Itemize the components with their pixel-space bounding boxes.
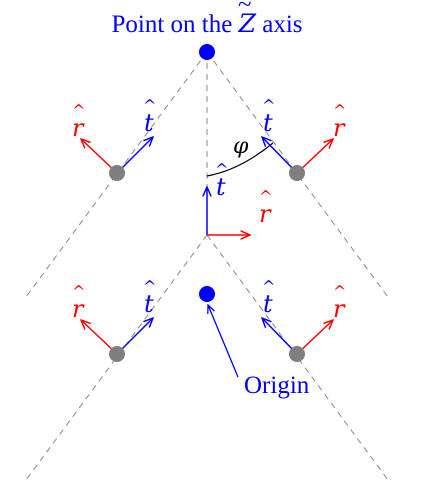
upper-right-r-hat: ^ — [333, 101, 346, 120]
lower-left-t-label: t — [144, 290, 154, 318]
z-axis-symbol: Z — [238, 9, 257, 38]
lower-left-t-vector — [116, 318, 153, 355]
lower-right-t-hat: ^ — [262, 277, 275, 296]
z-axis-tilde: ~ — [238, 0, 252, 18]
lower-left-r-label: r — [72, 295, 85, 323]
center-r-hat: ^ — [259, 187, 272, 206]
center-t-hat: ^ — [215, 160, 228, 179]
frame-upper-left: t ^ r ^ — [72, 96, 156, 181]
origin-label: Origin — [244, 372, 310, 399]
upper-right-r-vector — [296, 139, 333, 174]
center-frame: t ^ r ^ — [207, 160, 272, 235]
phi-label: φ — [233, 134, 249, 159]
lower-right-r-label: r — [333, 295, 346, 323]
center-t-label: t — [216, 173, 226, 201]
z-axis-point — [199, 44, 215, 60]
upper-right-sample-point — [289, 165, 305, 181]
upper-left-r-hat: ^ — [72, 101, 85, 120]
lower-right-sample-point — [289, 346, 305, 362]
dashed-guides — [25, 51, 389, 481]
upper-left-t-vector — [116, 137, 153, 174]
upper-right-r-label: r — [333, 114, 346, 142]
frame-lower-right: t ^ r ^ — [262, 277, 346, 362]
origin-pointer-arrow — [208, 305, 239, 378]
phi-angle-arc — [206, 142, 274, 177]
lower-left-sample-point — [109, 346, 125, 362]
guide-lower-right — [206, 234, 389, 481]
lower-right-r-hat: ^ — [333, 282, 346, 301]
lower-right-t-vector — [262, 318, 298, 355]
lower-right-t-label: t — [263, 290, 273, 318]
lower-left-r-hat: ^ — [72, 282, 85, 301]
lower-left-t-hat: ^ — [143, 277, 156, 296]
page-title: Point on the Z axis — [112, 9, 303, 38]
upper-right-t-vector — [262, 137, 298, 174]
upper-left-t-hat: ^ — [143, 96, 156, 115]
guide-upper-left — [25, 51, 208, 298]
origin-point — [199, 286, 215, 302]
guide-lower-left — [25, 234, 208, 481]
lower-right-r-vector — [296, 320, 333, 355]
upper-right-t-label: t — [263, 109, 273, 137]
upper-left-r-label: r — [72, 114, 85, 142]
upper-left-r-vector — [81, 139, 118, 174]
upper-right-t-hat: ^ — [262, 96, 275, 115]
lower-left-r-vector — [81, 320, 118, 355]
frame-upper-right: t ^ r ^ — [262, 96, 346, 181]
guide-upper-right — [206, 51, 389, 298]
upper-left-sample-point — [109, 165, 125, 181]
upper-left-t-label: t — [144, 109, 154, 137]
center-r-label: r — [259, 200, 272, 228]
frame-lower-left: t ^ r ^ — [72, 277, 156, 362]
